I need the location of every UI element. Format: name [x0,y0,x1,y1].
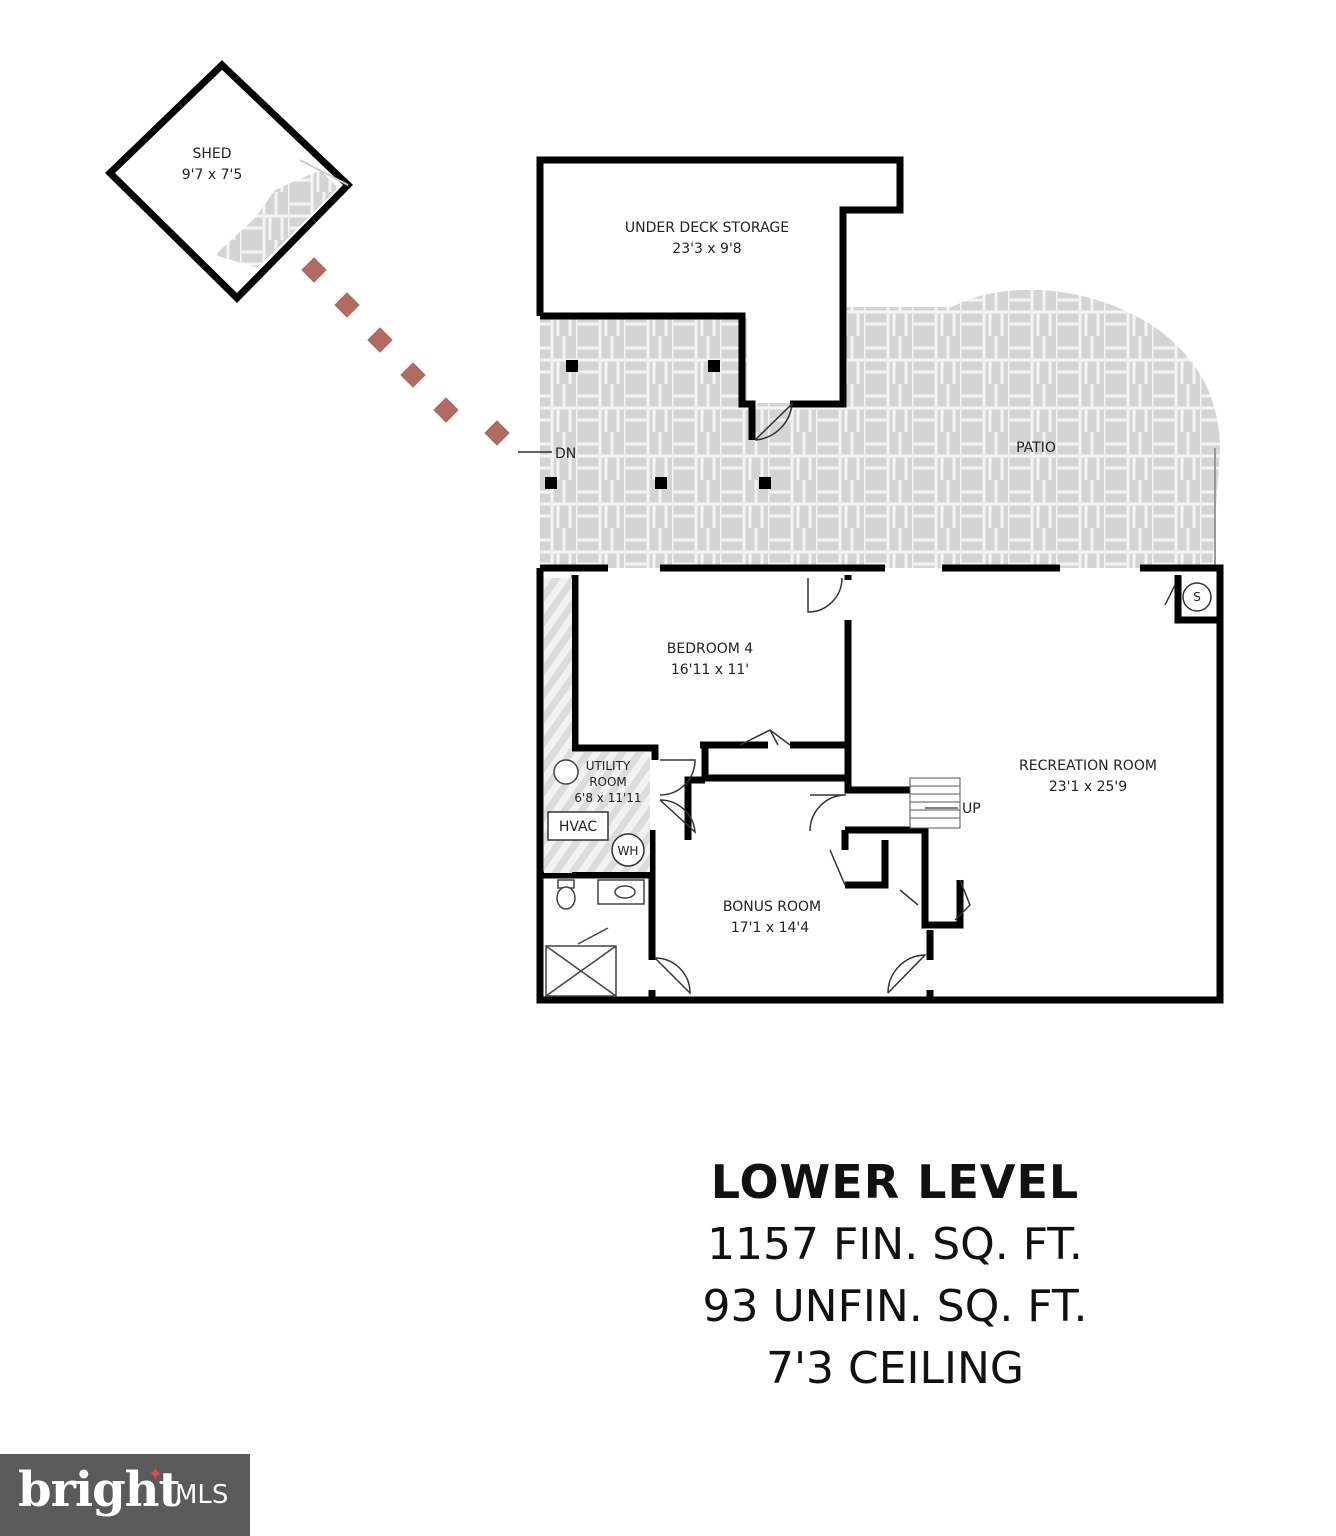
house-walls [536,564,1224,1004]
stairs-up-label: UP [962,801,981,817]
column [545,477,557,489]
hvac-label: HVAC [559,819,598,835]
logo-suffix: MLS [175,1480,229,1510]
column [566,360,578,372]
patio-name: PATIO [1016,440,1056,456]
bedroom4-name: BEDROOM 4 [667,641,754,657]
level-title: LOWER LEVEL [710,1155,1080,1209]
recreation-name: RECREATION ROOM [1019,758,1157,774]
sump-pump-label: S [1193,590,1201,604]
logo-word: bright [18,1462,181,1518]
stepping-stones [301,257,510,446]
shed-dims: 9'7 x 7'5 [182,167,243,183]
column [655,477,667,489]
floor-summary: LOWER LEVEL 1157 FIN. SQ. FT. 93 UNFIN. … [600,1150,1190,1400]
sump-pump-icon [1182,582,1212,612]
door-swings [654,577,1176,995]
under-deck-dims: 23'3 x 9'8 [672,241,741,257]
utility-name-2: ROOM [589,775,627,789]
under-deck-name: UNDER DECK STORAGE [625,220,789,236]
shed [104,60,353,303]
bathroom-fixtures [545,879,645,997]
finished-sqft: 1157 FIN. SQ. FT. [707,1219,1083,1270]
utility-name: UTILITY [586,759,631,773]
logo-star-icon: ✦ [148,1464,164,1485]
shed-name: SHED [192,146,231,162]
door-swing [754,402,793,441]
recreation-dims: 23'1 x 25'9 [1049,779,1127,795]
bright-mls-logo: bright ✦ MLS [0,1454,250,1536]
water-heater-icon [611,833,645,867]
stairs-down-label: DN [555,446,576,462]
stairs-up [909,777,961,829]
bonus-name: BONUS ROOM [723,899,821,915]
bedroom4-dims: 16'11 x 11' [671,662,749,678]
column [759,477,771,489]
utility-circle-icon [553,759,579,785]
water-heater-label: WH [618,844,639,858]
utility-dims: 6'8 x 11'11 [574,791,641,805]
patio-area [540,289,1220,568]
under-deck-storage-wall [540,312,756,440]
ceiling-height: 7'3 CEILING [765,1343,1025,1394]
bonus-dims: 17'1 x 14'4 [731,920,809,936]
column [708,360,720,372]
hvac-box [547,811,609,841]
unfinished-sqft: 93 UNFIN. SQ. FT. [702,1281,1088,1332]
under-deck-storage-wall [536,156,904,408]
